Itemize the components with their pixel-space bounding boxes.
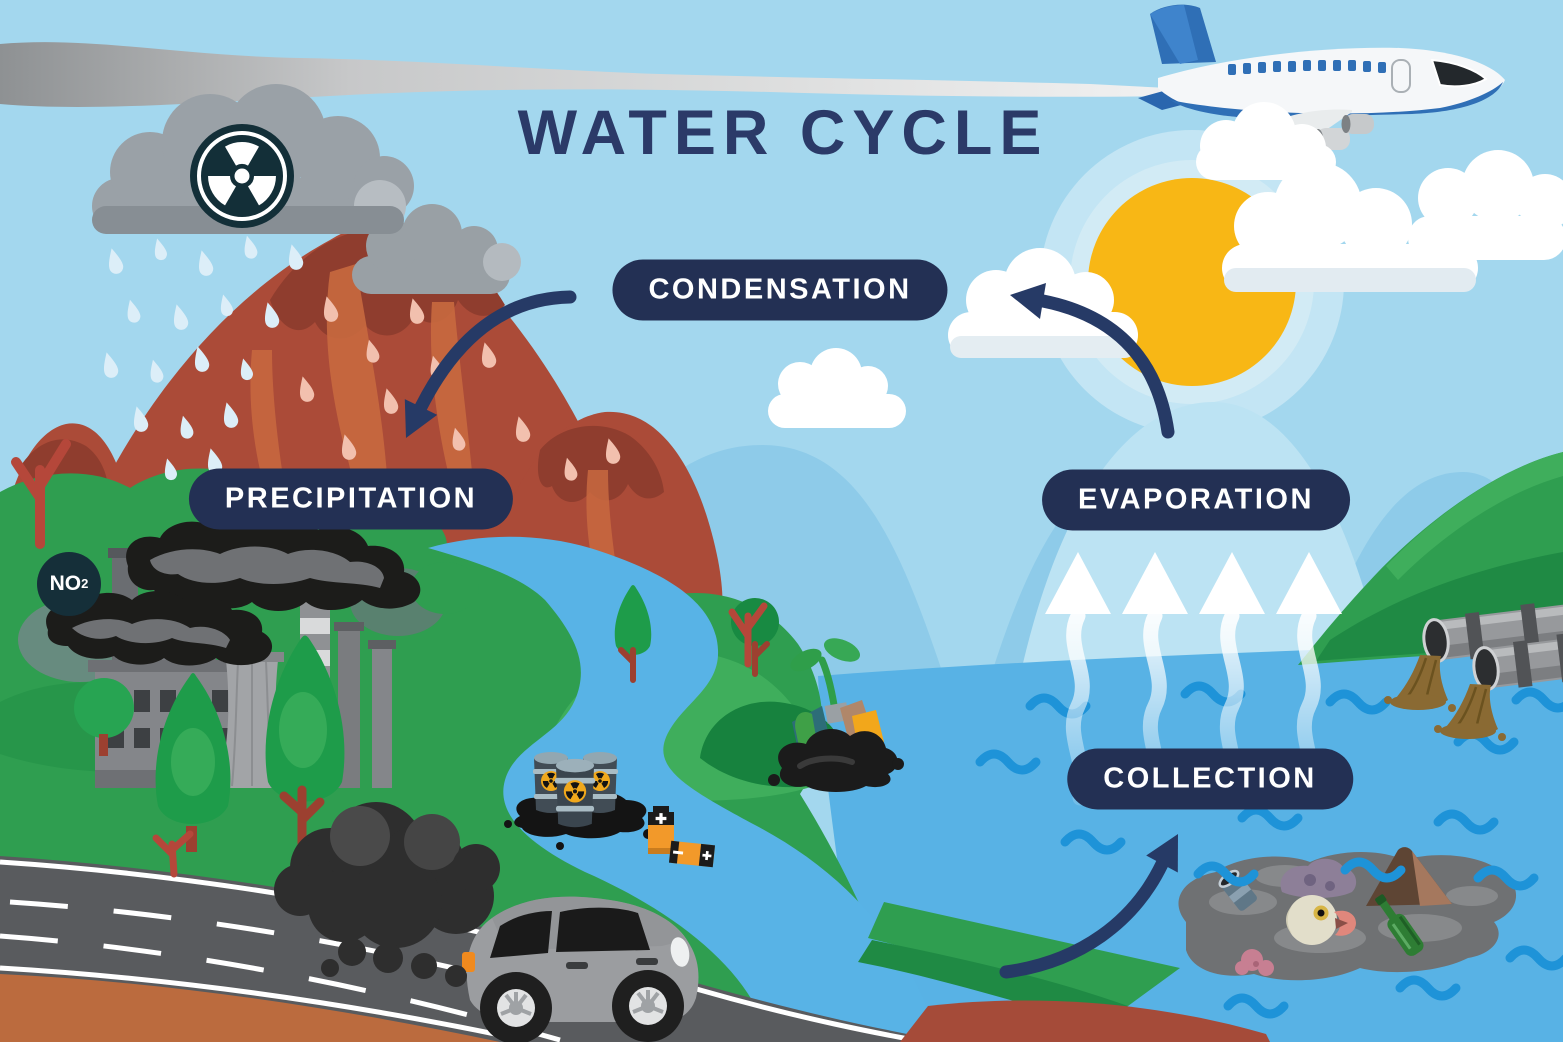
collection-arrow <box>999 834 1178 979</box>
car <box>462 896 699 1042</box>
toxic-barrels <box>504 752 653 850</box>
wheel <box>612 970 684 1042</box>
river <box>428 536 940 1042</box>
barrel <box>554 758 596 828</box>
airplane <box>1138 4 1563 260</box>
sun-cloud <box>1222 162 1478 292</box>
dead-tree <box>11 439 768 878</box>
wheel <box>480 972 552 1042</box>
white-clouds <box>768 162 1478 428</box>
cycle-arrows <box>404 283 1178 979</box>
trash-pile <box>768 638 904 792</box>
pink-trash <box>1235 949 1274 976</box>
no2-text: NO <box>49 572 82 595</box>
batteries <box>648 806 716 868</box>
label-evaporation: EVAPORATION <box>1042 469 1350 531</box>
polluted-water <box>1178 847 1563 1014</box>
radiation-icon <box>190 124 294 228</box>
label-condensation: CONDENSATION <box>612 259 948 321</box>
evaporation-arrow <box>1010 283 1175 439</box>
sewage-pipes <box>1384 603 1563 741</box>
small-cloud <box>768 348 906 428</box>
rain-cloud <box>92 84 414 234</box>
dead-fish <box>1286 895 1356 945</box>
bottle <box>1375 894 1424 956</box>
label-precipitation: PRECIPITATION <box>188 468 514 530</box>
purple-rock <box>1280 858 1357 898</box>
trees <box>11 439 779 878</box>
page-title: WATER CYCLE <box>517 98 1049 168</box>
condensation-arrow <box>404 290 577 438</box>
sea <box>818 642 1563 1042</box>
label-collection: COLLECTION <box>1067 748 1353 810</box>
exhaust-smoke <box>274 802 500 987</box>
